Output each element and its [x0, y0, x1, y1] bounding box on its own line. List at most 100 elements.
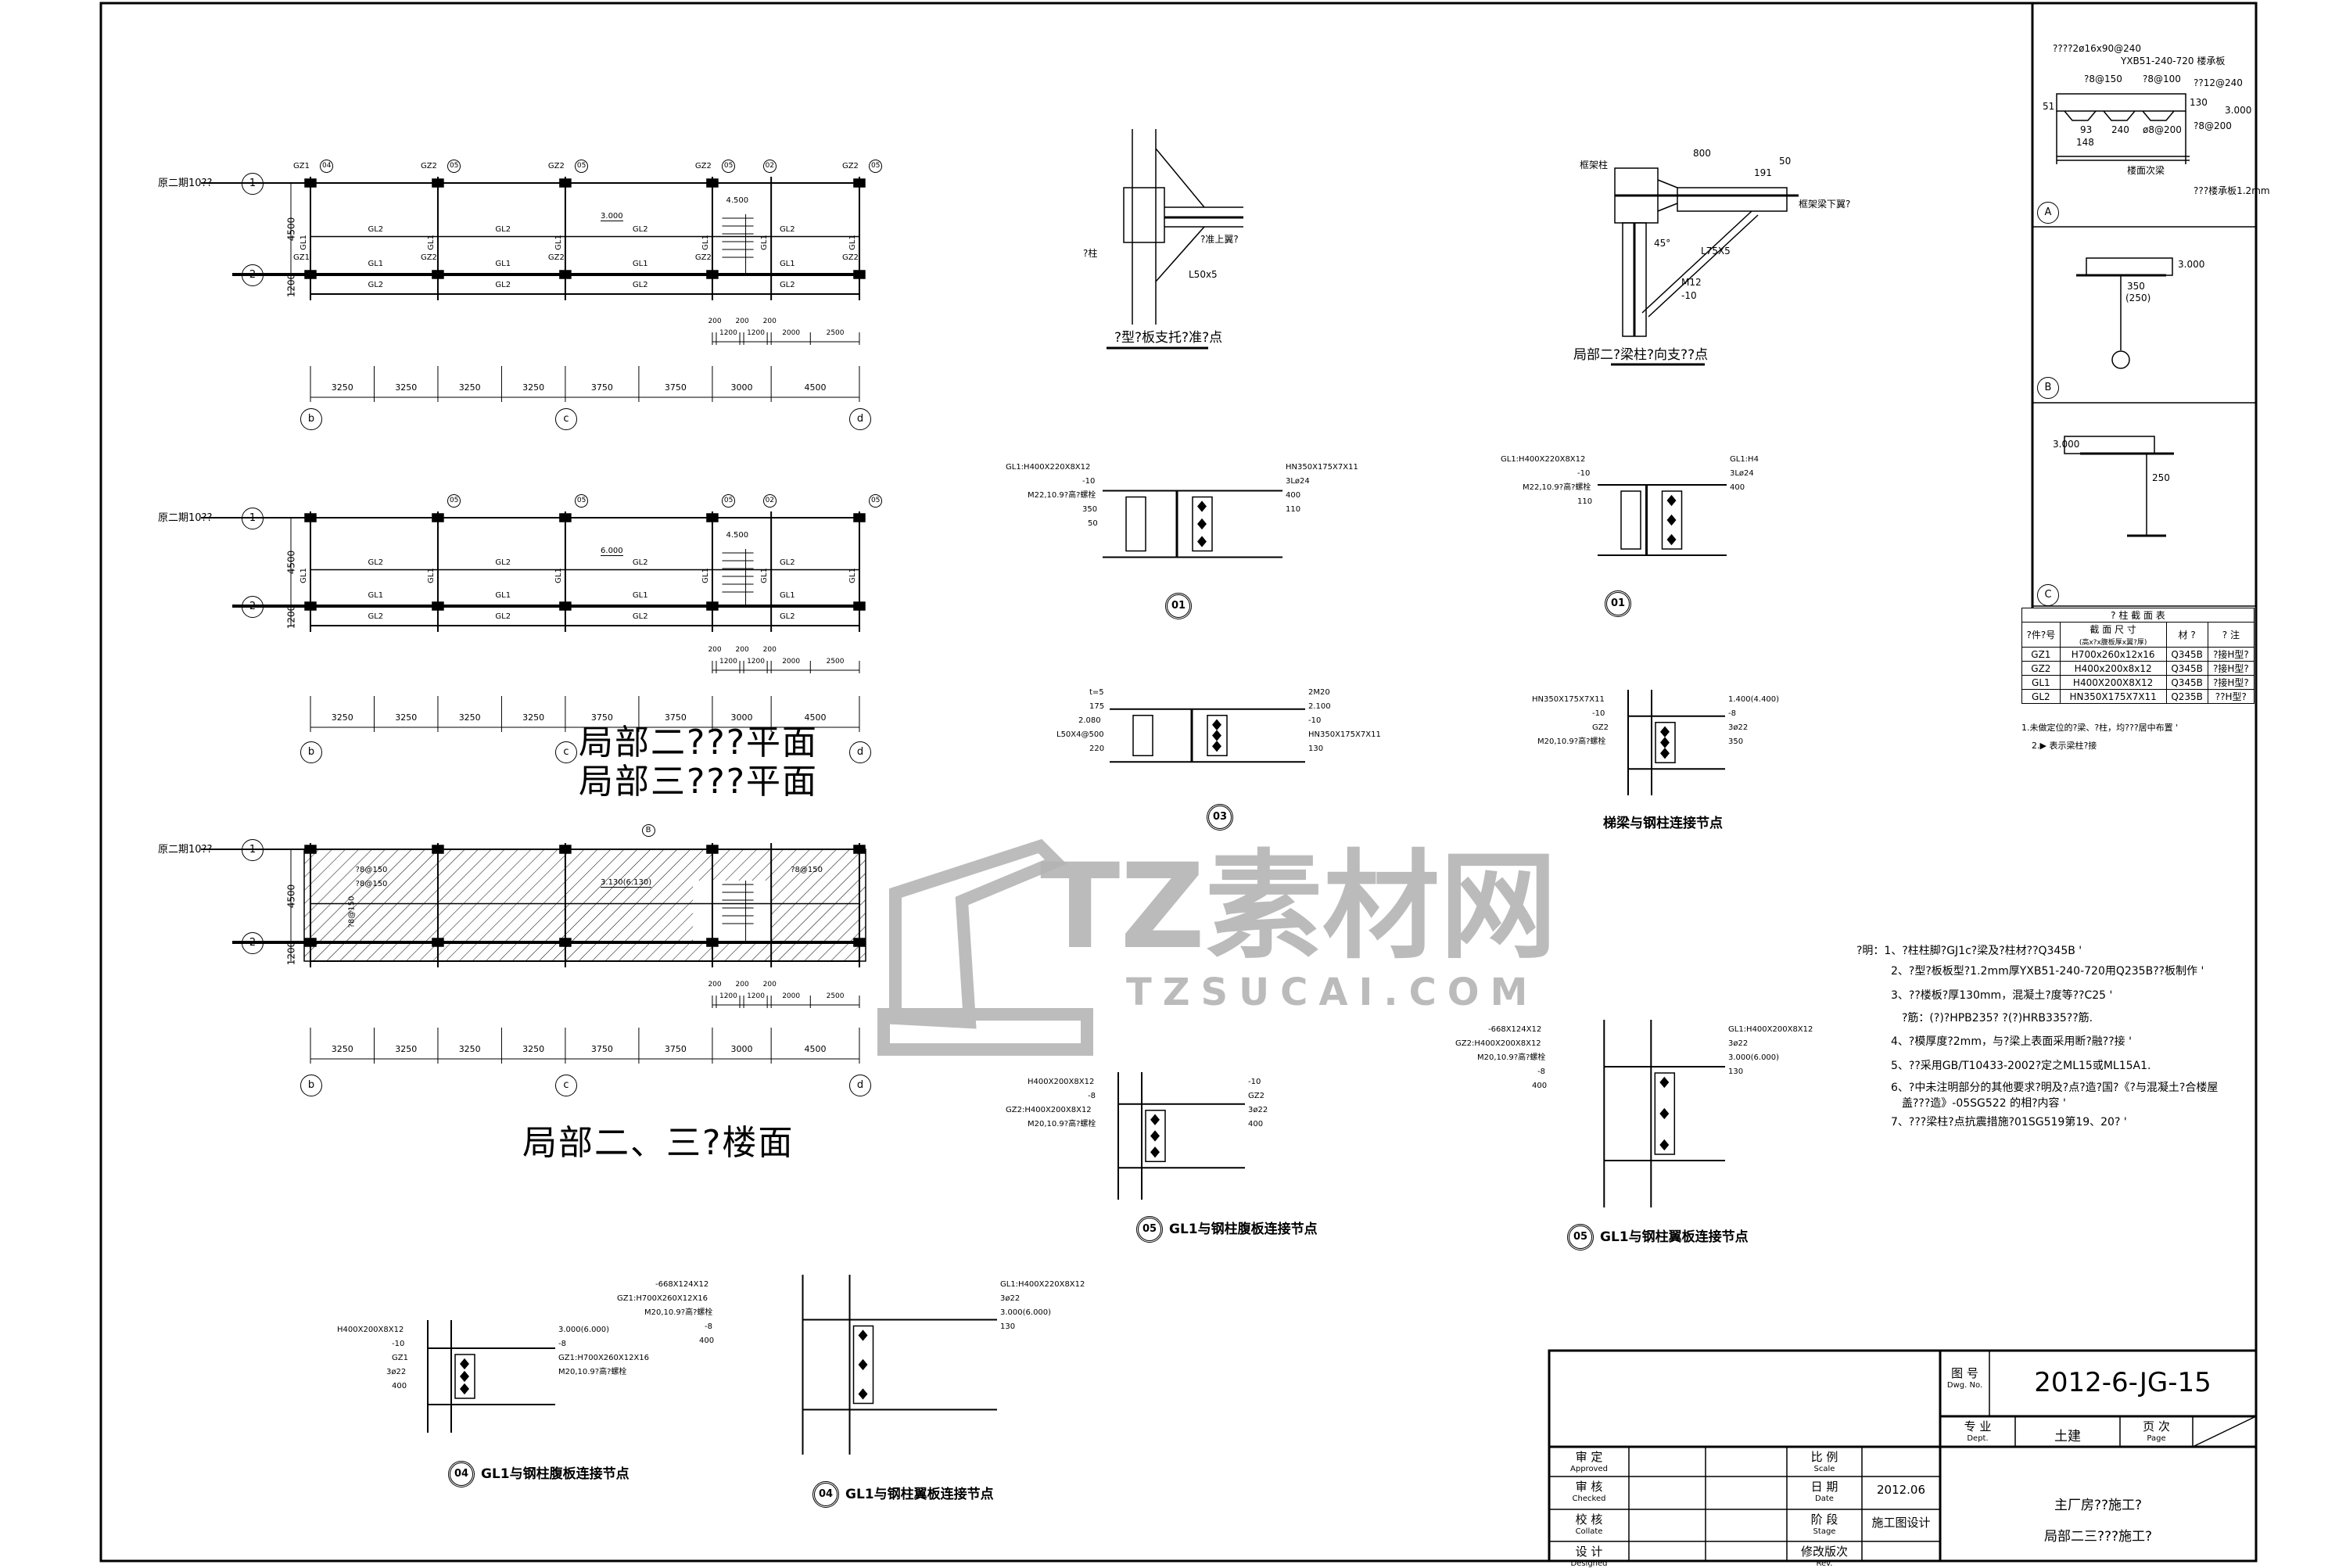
bracket-col-label: ?柱	[1083, 248, 1098, 259]
shear-plate	[454, 1354, 475, 1399]
dimension-label: 4500	[804, 1044, 827, 1054]
sd-a-l4: ?8@100	[2143, 74, 2181, 84]
note-line: 2、?型?板板型?1.2mm厚YXB51-240-720用Q235B??板制作 …	[1891, 965, 2204, 978]
column-label: GZ2	[547, 253, 565, 262]
detail-label-bolt: M20,10.9?高?螺栓	[1477, 1053, 1546, 1062]
detail-label-t: t=5	[1089, 688, 1104, 697]
beam-label: GL2	[779, 558, 795, 567]
section-table: ? 柱 截 面 表 ?件?号 截 面 尺 寸(高x?x腹板厚x翼?厚) 材 ? …	[2021, 608, 2255, 704]
steel-column	[304, 513, 317, 522]
detail-label-plate: -10	[392, 1340, 405, 1348]
sd-a-l5: ??12@240	[2194, 77, 2243, 88]
bracket-note: ?准上翼?	[1200, 234, 1239, 245]
detail-title-d01a: 01	[1165, 593, 1198, 619]
beam-label: GL1	[495, 591, 511, 600]
table-cell: Q345B	[2165, 675, 2208, 690]
beam-label: GL2	[368, 224, 384, 234]
detail-label-h220: 220	[1089, 745, 1105, 753]
grid-bubble-b: b	[300, 741, 322, 763]
table-cell: GL1	[2021, 675, 2061, 690]
bolt	[858, 1329, 868, 1341]
detail-label-bolt: M20,10.9?高?螺栓	[644, 1308, 713, 1317]
sub-dimension-label: 1200	[719, 658, 737, 666]
steel-column	[706, 178, 719, 188]
sd-a-l9: 楼面次梁	[2127, 165, 2165, 176]
brace-dim-50: 50	[1779, 156, 1792, 167]
tb-cell: 2012.06	[1862, 1478, 1940, 1502]
dimension-label: 4500	[804, 382, 827, 393]
splice-plate	[1132, 715, 1153, 756]
elevation-label: 3.130(6.130)	[601, 878, 652, 888]
sd-b-elev: 3.000	[2178, 259, 2205, 270]
detail-label-beam2: GL1:H4	[1730, 455, 1759, 464]
detail-label-beam: H400X200X8X12	[337, 1326, 404, 1334]
table-cell: GZ1	[2021, 647, 2061, 662]
steel-column	[432, 845, 444, 854]
detail-tag-circle: 01	[1165, 593, 1192, 619]
steel-column	[853, 938, 866, 947]
dimension-label: 3750	[590, 1044, 613, 1054]
sub-dimension-label: 2000	[782, 992, 801, 1000]
table-cell: H400x200x8x12	[2059, 661, 2167, 676]
shear-plate	[1654, 1072, 1676, 1155]
tb-dwg-no: 2012-6-JG-15	[2034, 1367, 2211, 1398]
table-cell: Q345B	[2165, 647, 2208, 662]
tb-page-cn: 页 次	[2143, 1419, 2170, 1433]
grid-bubble-d: d	[848, 741, 871, 763]
bolt	[1660, 748, 1670, 759]
detail-tag-c: C	[2037, 584, 2059, 606]
grid-bubble-d: d	[848, 1075, 871, 1096]
beam-label-vertical: GL1	[554, 567, 563, 583]
dimension-label: 3750	[664, 382, 687, 393]
bolt	[1660, 737, 1670, 748]
detail-label-p8: -8	[1088, 1092, 1096, 1100]
note-line: 5、??采用GB/T10433-2002?定之ML15或ML15A1.	[1891, 1060, 2151, 1072]
sd-a-elev: 3.000	[2225, 105, 2252, 116]
dimension-label: 3250	[522, 382, 545, 393]
detail-title-text: 梯梁与钢柱连接节点	[1603, 816, 1723, 831]
axis-1-label: 原二期10??	[158, 178, 213, 189]
steel-column	[432, 938, 444, 947]
steel-column	[853, 601, 866, 611]
splice-plate	[1192, 496, 1213, 552]
beam-label: GL2	[495, 224, 511, 234]
steel-column	[853, 270, 866, 279]
detail-d01a-drawing	[1103, 490, 1282, 558]
bolt	[1659, 1139, 1670, 1151]
steel-column	[853, 845, 866, 854]
rebar-label: ?8@150	[355, 866, 388, 874]
stair-elevation-label: 4.500	[726, 196, 749, 205]
bracket-angle-label: L50x5	[1189, 269, 1218, 280]
title-block-lines	[1548, 1349, 2258, 1563]
detail-d05w-drawing	[1117, 1072, 1245, 1200]
detail-tag: 02	[762, 494, 777, 508]
steel-column	[432, 601, 444, 611]
sub-dimension-label: 200	[708, 981, 722, 989]
side-detail-a-drawing	[2056, 93, 2190, 164]
bolt	[460, 1358, 469, 1370]
detail-tag: 05	[868, 494, 883, 508]
tb-field-value: 2012.06	[1876, 1483, 1926, 1497]
beam-label-vertical: GL1	[759, 234, 769, 250]
detail-label-p8: -8	[1537, 1067, 1545, 1076]
sd-b-tag: B	[2037, 377, 2059, 399]
detail-tag-circle: 04	[812, 1481, 839, 1508]
tb-role-en: Approved	[1570, 1465, 1608, 1473]
shear-plate	[1145, 1110, 1166, 1162]
bolt	[1659, 1076, 1670, 1089]
steel-column	[706, 845, 719, 854]
note-line: ?明：1、?柱柱脚?GJ1c?梁及?柱材??Q345B '	[1856, 945, 2082, 957]
beam-label-vertical: GL1	[426, 234, 436, 250]
sd-a-d240: 240	[2111, 124, 2129, 135]
bolt	[1150, 1114, 1160, 1125]
rebar-label: ?8@150	[355, 880, 388, 888]
detail-label-bolt: M20,10.9?高?螺栓	[1028, 1120, 1096, 1128]
sub-dimension-label: 1200	[719, 329, 737, 337]
section-table-title: ? 柱 截 面 表	[2021, 608, 2255, 623]
